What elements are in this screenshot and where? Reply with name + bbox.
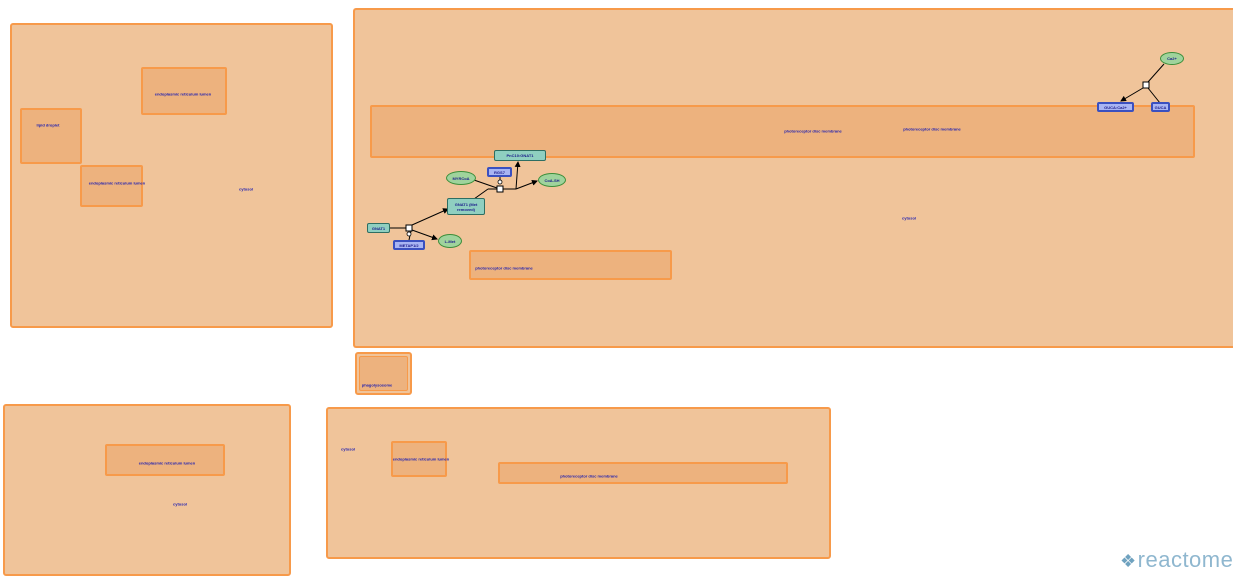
er-lumen-label-1b: endoplasmic reticulum lumen: [88, 180, 146, 186]
gnat1-met-removed-node[interactable]: GNAT1 (Met removed): [447, 198, 485, 215]
pnc10-gnat1-node[interactable]: PnC10:GNAT1: [494, 150, 546, 161]
reactome-logo-text: reactome: [1137, 547, 1233, 572]
er-lumen-compartment-1a: [141, 67, 227, 115]
er-lumen-compartment-5: [391, 441, 447, 477]
calcium-ion-node[interactable]: Ca2+: [1160, 52, 1184, 65]
phagolysosome-label: phagolysosome: [361, 382, 393, 388]
guca-ca-node[interactable]: GUCA:Ca2+: [1097, 102, 1134, 112]
coa-sh-node[interactable]: CoA-SH: [538, 173, 566, 187]
photoreceptor-disc-membrane-compartment-2: [469, 250, 672, 280]
cytosol-label-5: cytosol: [340, 446, 356, 452]
cytosol-label-2: cytosol: [901, 215, 917, 221]
photoreceptor-disc-membrane-compartment: [370, 105, 1195, 158]
guca-node[interactable]: GUCA: [1151, 102, 1170, 112]
er-lumen-label-1a: endoplasmic reticulum lumen: [154, 91, 212, 97]
phagolysosome-inner: [359, 356, 408, 391]
rgs7-node[interactable]: RGS7: [487, 167, 512, 177]
membrane-label-2c: photoreceptor disc membrane: [475, 265, 533, 271]
cytosol-label-1: cytosol: [238, 186, 254, 192]
cytosol-compartment-2: [353, 8, 1233, 348]
l-met-node[interactable]: L-Met: [438, 234, 462, 248]
er-lumen-label-4: endoplasmic reticulum lumen: [138, 460, 196, 466]
er-lumen-compartment-4: [105, 444, 225, 476]
lipid-droplet-compartment: [20, 108, 82, 164]
membrane-label-2b: photoreceptor disc membrane: [903, 126, 961, 132]
cytosol-compartment-4: [3, 404, 291, 576]
cytosol-label-4: cytosol: [172, 501, 188, 507]
er-lumen-label-5: endoplasmic reticulum lumen: [392, 456, 450, 462]
er-lumen-compartment-1b: [80, 165, 143, 207]
myrcoa-node[interactable]: MYRCoA: [446, 171, 476, 185]
reactome-logo: ❖reactome: [1120, 547, 1233, 573]
membrane-label-2a: photoreceptor disc membrane: [784, 128, 842, 134]
reactome-icon: ❖: [1120, 551, 1137, 571]
photoreceptor-disc-membrane-compartment-5: [498, 462, 788, 484]
membrane-label-5: photoreceptor disc membrane: [560, 473, 618, 479]
gnat1-node[interactable]: GNAT1: [367, 223, 390, 233]
lipid-droplet-label: lipid droplet: [36, 122, 60, 128]
metap-node[interactable]: METAP1/2: [393, 240, 425, 250]
